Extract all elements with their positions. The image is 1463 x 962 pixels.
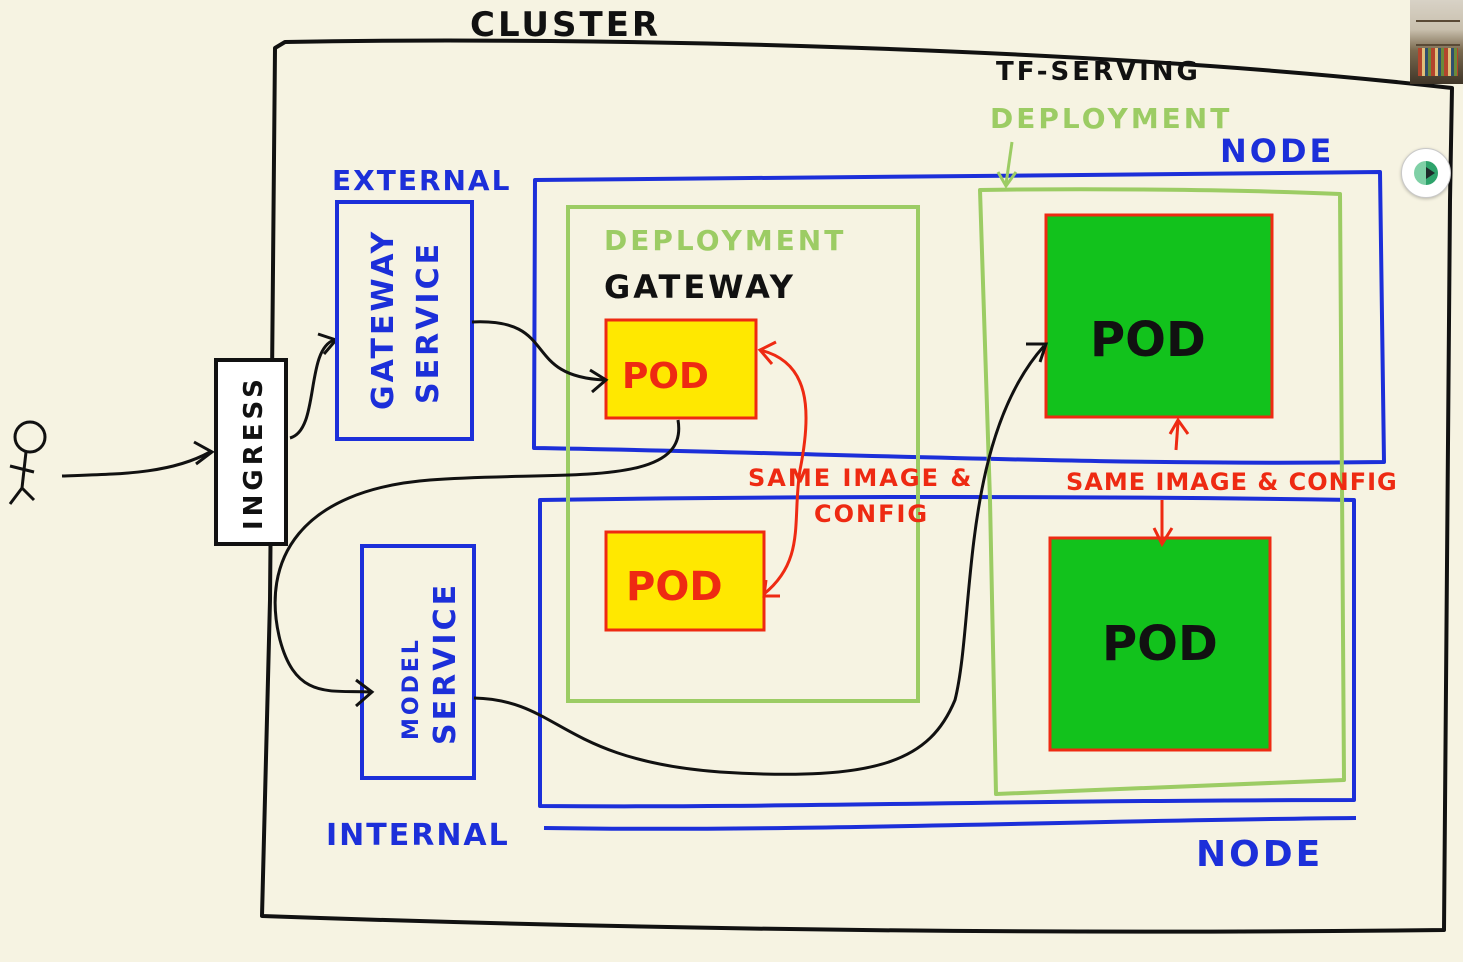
gateway-pod-bottom-label: POD: [626, 564, 723, 610]
tf-pod-bottom-label: POD: [1102, 616, 1218, 672]
cluster-label: CLUSTER: [470, 5, 661, 45]
node-top-box: [532, 170, 1386, 465]
arrow-user-to-ingress: [61, 450, 211, 478]
play-icon[interactable]: [1401, 148, 1451, 198]
model-service-line1: MODEL: [399, 637, 424, 740]
tf-serving-label: TF-SERVING: [996, 57, 1201, 87]
gateway-service-line2: SERVICE: [411, 241, 446, 404]
node-bottom-label: NODE: [1196, 834, 1323, 875]
gateway-service-box: [335, 200, 474, 441]
ingress-box: [214, 358, 288, 546]
tf-pod-top-label: POD: [1090, 312, 1206, 368]
webcam-thumbnail: [1410, 0, 1463, 84]
node-top-label: NODE: [1220, 132, 1334, 170]
gateway-label: GATEWAY: [604, 268, 796, 306]
arrow-gateway-service-to-pod: [471, 320, 605, 382]
gateway-pod-bottom: [604, 530, 766, 632]
model-service-box: [360, 544, 476, 780]
same-image-left-connector: [759, 348, 808, 596]
external-label: EXTERNAL: [332, 164, 511, 197]
tf-pod-top: [1044, 213, 1274, 419]
stick-figure-icon: [8, 420, 47, 505]
cluster-boundary: [260, 38, 1454, 934]
same-image-right-label: SAME IMAGE & CONFIG: [1066, 468, 1398, 496]
arrow-ingress-to-gateway-service: [289, 338, 335, 440]
internal-label: INTERNAL: [326, 818, 510, 853]
arrow-gateway-pod-to-model-service: [273, 419, 681, 694]
node-bottom-box: [538, 495, 1356, 809]
gateway-service-line1: GATEWAY: [366, 229, 401, 410]
same-image-left-line2: CONFIG: [814, 500, 929, 528]
arrow-model-service-to-tf-pod: [473, 345, 1046, 776]
gateway-pod-top: [604, 318, 758, 420]
tf-serving-deployment-box: [978, 187, 1346, 796]
model-service-line2: SERVICE: [428, 582, 463, 745]
same-image-left-line1: SAME IMAGE &: [748, 464, 973, 492]
ingress-label: INGRESS: [239, 375, 269, 530]
same-image-right-connector-up: [1174, 421, 1180, 451]
gateway-deployment-box: [566, 205, 920, 703]
gateway-pod-top-label: POD: [622, 356, 709, 397]
tf-deployment-label: DEPLOYMENT: [990, 102, 1232, 135]
gateway-deployment-label: DEPLOYMENT: [604, 224, 846, 257]
